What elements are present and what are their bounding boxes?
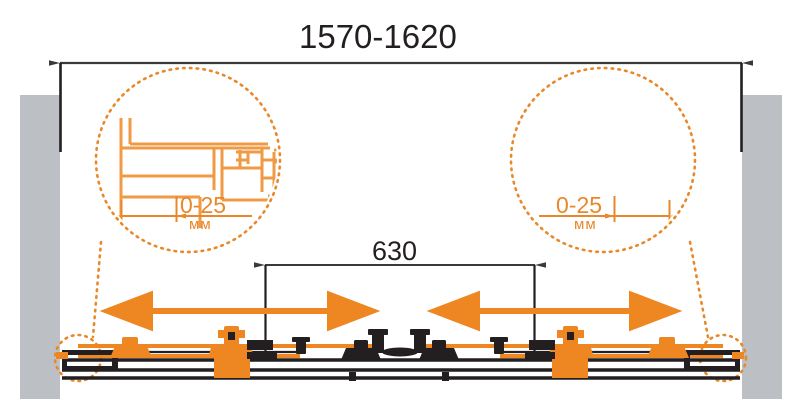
left-door-travel-arrows (99, 290, 381, 332)
center-dimension-label: 630 (372, 236, 418, 266)
right-detail-value: 0-25 (556, 192, 603, 218)
rail-chips (56, 352, 744, 359)
overall-dimension-label: 1570-1620 (299, 18, 457, 55)
left-door-end-assembly (208, 326, 277, 378)
right-detail-leader (509, 66, 748, 383)
right-detail-unit: мм (574, 216, 597, 233)
left-detail-leader (53, 66, 282, 383)
left-detail-dimension (112, 196, 252, 222)
rail-stops (292, 337, 508, 354)
left-detail-profile (112, 118, 277, 228)
overall-dimension-line (49, 60, 753, 152)
left-wall-bracket (62, 350, 118, 371)
black-rail (62, 358, 740, 380)
left-wall (20, 95, 60, 399)
right-wall-bracket (684, 350, 740, 371)
left-detail-unit: мм (189, 216, 212, 233)
right-door-end-assembly (525, 326, 594, 378)
orange-roller-left (110, 337, 152, 358)
left-detail-value: 0-25 (180, 192, 227, 218)
bottom-track-assembly (56, 326, 744, 381)
orange-roller-right (647, 337, 689, 358)
right-detail-dimension (539, 196, 679, 222)
right-wall (742, 95, 782, 399)
right-detail-profile (539, 196, 679, 222)
right-door-travel-arrows (426, 290, 683, 332)
center-carriages (341, 329, 459, 381)
